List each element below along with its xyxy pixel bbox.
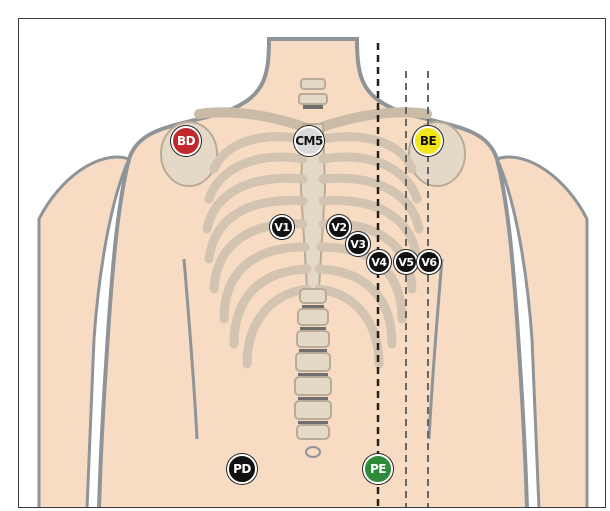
electrode-v4: V4	[367, 250, 391, 274]
electrode-v5: V5	[394, 250, 418, 274]
electrode-v6: V6	[417, 250, 441, 274]
electrode-pe: PE	[363, 454, 393, 484]
electrode-pd: PD	[227, 454, 257, 484]
diagram-frame: BD CM5 BE V1 V2 V3 V4 V5 V6 PD PE	[18, 18, 606, 508]
electrode-cm5: CM5	[294, 126, 324, 156]
torso-illustration	[19, 19, 606, 508]
electrode-bd: BD	[171, 126, 201, 156]
electrode-be: BE	[413, 126, 443, 156]
electrode-v3: V3	[346, 232, 370, 256]
electrode-v1: V1	[270, 215, 294, 239]
electrode-v2: V2	[327, 215, 351, 239]
